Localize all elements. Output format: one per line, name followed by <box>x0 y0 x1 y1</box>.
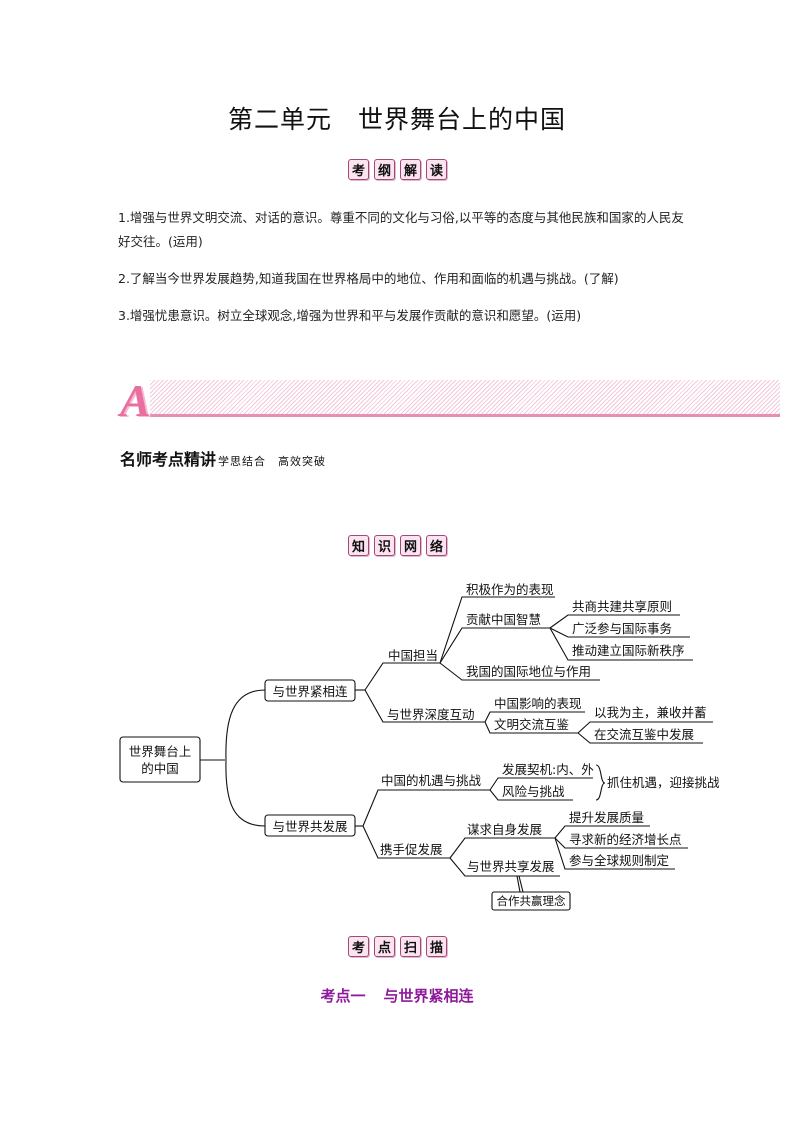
syllabus-badge-group: 考 纲 解 读 <box>348 159 447 180</box>
mindmap-node: 在交流互鉴中发展 <box>594 727 694 742</box>
mindmap-root-line2: 的中国 <box>141 761 179 776</box>
badge-char: 点 <box>374 936 395 957</box>
badge-char: 解 <box>400 159 421 180</box>
badge-char: 读 <box>426 159 447 180</box>
badge-char: 网 <box>400 535 421 556</box>
scan-badge-group: 考 点 扫 描 <box>348 936 447 957</box>
banner-stripe <box>150 380 780 417</box>
mindmap-node: 贡献中国智慧 <box>466 612 541 627</box>
mindmap-note: 合作共赢理念 <box>497 894 566 908</box>
badge-char: 描 <box>426 936 447 957</box>
badge-char: 扫 <box>400 936 421 957</box>
mindmap-node: 中国影响的表现 <box>494 696 582 711</box>
badge-char: 考 <box>348 159 369 180</box>
section-subtitle: 学思结合 高效突破 <box>218 455 327 468</box>
mindmap-branch-connected: 与世界紧相连 <box>272 684 348 699</box>
mindmap-node: 广泛参与国际事务 <box>572 621 672 636</box>
badge-char: 纲 <box>374 159 395 180</box>
mindmap-node: 与世界深度互动 <box>387 707 475 722</box>
mindmap-node: 文明交流互鉴 <box>494 717 570 732</box>
mindmap-node: 积极作为的表现 <box>466 582 554 597</box>
banner-letter-icon: A <box>120 375 151 426</box>
mindmap-node: 参与全球规则制定 <box>569 853 669 868</box>
syllabus-item-2: 2.了解当今世界发展趋势,知道我国在世界格局中的地位、作用和面临的机遇与挑战。(… <box>118 271 619 286</box>
mindmap-node: 携手促发展 <box>380 842 443 857</box>
mindmap-node: 推动建立国际新秩序 <box>572 643 685 658</box>
syllabus-item-3: 3.增强忧患意识。树立全球观念,增强为世界和平与发展作贡献的意识和愿望。(运用) <box>118 308 582 323</box>
unit-title: 世界舞台上的中国 <box>358 105 567 134</box>
section-heading: 名师考点精讲学思结合 高效突破 <box>120 446 326 470</box>
mindmap-node: 寻求新的经济增长点 <box>569 832 682 847</box>
exam-point-name: 与世界紧相连 <box>383 987 474 1005</box>
unit-label: 第二单元 <box>227 105 332 134</box>
mindmap-node: 中国的机遇与挑战 <box>381 773 482 788</box>
mindmap-branch-develop: 与世界共发展 <box>272 819 347 834</box>
page-title: 第二单元世界舞台上的中国 <box>0 100 794 136</box>
knowledge-net-badge-group: 知 识 网 络 <box>348 535 447 556</box>
badge-char: 识 <box>374 535 395 556</box>
mindmap-node: 共商共建共享原则 <box>572 599 672 614</box>
mindmap-node: 发展契机:内、外 <box>502 762 594 777</box>
exam-point-title: 考点一与世界紧相连 <box>0 985 794 1006</box>
section-title: 名师考点精讲 <box>120 450 217 469</box>
mindmap-root: 世界舞台上 <box>129 744 192 759</box>
mindmap-node: 风险与挑战 <box>502 784 565 799</box>
mindmap-node: 我国的国际地位与作用 <box>466 664 591 679</box>
mindmap-node: 谋求自身发展 <box>467 822 542 837</box>
mindmap-node: 以我为主，兼收并蓄 <box>594 705 707 720</box>
badge-char: 络 <box>426 535 447 556</box>
badge-char: 考 <box>348 936 369 957</box>
syllabus-item-1: 1.增强与世界文明交流、对话的意识。尊重不同的文化与习俗,以平等的态度与其他民族… <box>118 210 684 249</box>
section-banner: A <box>120 375 780 426</box>
mindmap-node: 与世界共享发展 <box>467 859 555 874</box>
mindmap-node: 提升发展质量 <box>569 810 644 825</box>
exam-point-label: 考点一 <box>320 987 366 1005</box>
mindmap-node: 抓住机遇，迎接挑战 <box>607 775 720 790</box>
mindmap-node: 中国担当 <box>388 648 438 663</box>
badge-char: 知 <box>348 535 369 556</box>
